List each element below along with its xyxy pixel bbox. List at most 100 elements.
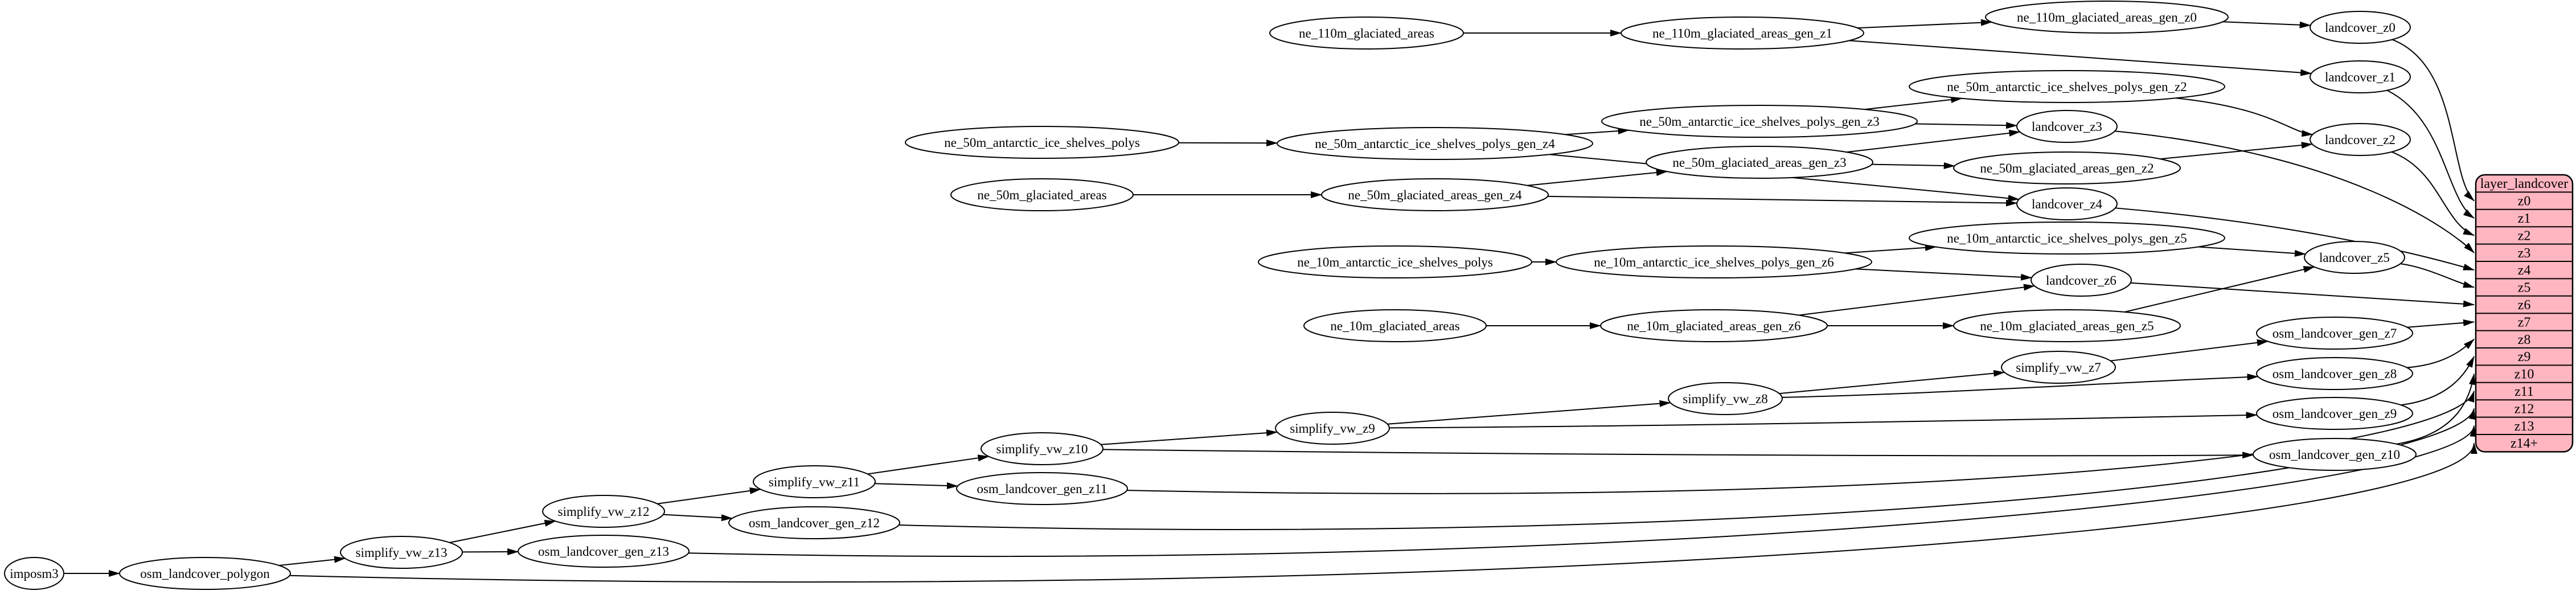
- node-ne_110m_glaciated_areas-shape: [1269, 17, 1464, 50]
- node-osm_landcover_gen_z11: osm_landcover_gen_z11: [956, 472, 1128, 505]
- node-ne_50m_antarctic_ice_shelves_polys_gen_z3: ne_50m_antarctic_ice_shelves_polys_gen_z…: [1601, 105, 1918, 138]
- node-ne_50m_glaciated_areas_gen_z4-shape: [1321, 178, 1549, 211]
- edge-landcover_z3-to-layer_landcover-z3: [2115, 130, 2475, 253]
- edge-simplify_vw_z12-to-osm_landcover_gen_z12: [663, 514, 733, 522]
- node-osm_landcover_gen_z7-label: osm_landcover_gen_z7: [2273, 326, 2397, 341]
- node-ne_50m_antarctic_ice_shelves_polys: ne_50m_antarctic_ice_shelves_polys: [905, 126, 1179, 159]
- node-osm_landcover_gen_z13-label: osm_landcover_gen_z13: [538, 544, 669, 559]
- node-ne_10m_antarctic_ice_shelves_polys_gen_z6-shape: [1556, 245, 1872, 278]
- node-ne_110m_glaciated_areas-label: ne_110m_glaciated_areas: [1299, 26, 1434, 40]
- node-osm_landcover_gen_z8: osm_landcover_gen_z8: [2256, 357, 2413, 390]
- table-row-z1: z1: [2518, 211, 2531, 226]
- node-ne_110m_glaciated_areas_gen_z0-label: ne_110m_glaciated_areas_gen_z0: [2017, 10, 2197, 24]
- node-simplify_vw_z12-shape: [542, 495, 665, 528]
- edge-simplify_vw_z11-to-simplify_vw_z10: [867, 454, 990, 475]
- node-simplify_vw_z12-label: simplify_vw_z12: [558, 505, 650, 519]
- table-row-z5: z5: [2518, 281, 2531, 296]
- node-simplify_vw_z8-shape: [1668, 382, 1783, 415]
- table-row-z2: z2: [2518, 228, 2531, 243]
- node-landcover_z4-shape: [2016, 187, 2118, 220]
- node-simplify_vw_z13-shape: [340, 536, 463, 569]
- node-ne_10m_antarctic_ice_shelves_polys_gen_z5-shape: [1909, 222, 2225, 255]
- table-row-z3: z3: [2518, 246, 2531, 261]
- node-landcover_z5-label: landcover_z5: [2319, 251, 2390, 265]
- node-ne_10m_glaciated_areas-shape: [1303, 309, 1487, 342]
- node-osm_landcover_gen_z13: osm_landcover_gen_z13: [518, 535, 690, 568]
- node-ne_10m_antarctic_ice_shelves_polys-shape: [1258, 245, 1532, 278]
- edge-osm_landcover_gen_z13-to-layer_landcover-z13: [688, 425, 2477, 557]
- node-ne_50m_glaciated_areas_gen_z3: ne_50m_glaciated_areas_gen_z3: [1646, 146, 1873, 179]
- node-ne_10m_glaciated_areas_gen_z5-shape: [1953, 309, 2181, 342]
- edge-landcover_z2-to-layer_landcover-z2: [2392, 151, 2475, 236]
- node-osm_landcover_polygon-shape: [119, 557, 291, 590]
- node-simplify_vw_z10-shape: [981, 432, 1104, 465]
- edge-osm_landcover_gen_z10-to-layer_landcover-z10: [2396, 373, 2476, 445]
- node-ne_10m_glaciated_areas: ne_10m_glaciated_areas: [1303, 309, 1487, 342]
- node-ne_50m_glaciated_areas_gen_z3-shape: [1646, 146, 1873, 179]
- node-simplify_vw_z10-label: simplify_vw_z10: [996, 442, 1088, 456]
- node-ne_50m_glaciated_areas-shape: [950, 178, 1134, 211]
- node-landcover_z6-shape: [2031, 264, 2132, 297]
- edge-ne_110m_glaciated_areas_gen_z1-to-ne_110m_glaciated_areas_gen_z0: [1857, 19, 1992, 29]
- edge-landcover_z6-to-layer_landcover-z6: [2130, 282, 2475, 307]
- node-osm_landcover_gen_z8-label: osm_landcover_gen_z8: [2273, 367, 2397, 381]
- node-ne_50m_antarctic_ice_shelves_polys-label: ne_50m_antarctic_ice_shelves_polys: [944, 136, 1140, 150]
- node-ne_10m_glaciated_areas-label: ne_10m_glaciated_areas: [1330, 319, 1459, 333]
- node-ne_10m_antarctic_ice_shelves_polys_gen_z5: ne_10m_antarctic_ice_shelves_polys_gen_z…: [1909, 222, 2225, 255]
- edge-osm_landcover_gen_z7-to-layer_landcover-z7: [2407, 319, 2475, 328]
- node-simplify_vw_z9: simplify_vw_z9: [1275, 412, 1390, 445]
- table-row-z13: z13: [2515, 419, 2534, 434]
- node-osm_landcover_gen_z8-shape: [2256, 357, 2413, 390]
- node-landcover_z6: landcover_z6: [2031, 264, 2132, 297]
- node-osm_landcover_gen_z10-label: osm_landcover_gen_z10: [2269, 448, 2400, 462]
- table-row-z6: z6: [2518, 298, 2531, 313]
- node-landcover_z5-shape: [2304, 241, 2405, 274]
- node-osm_landcover_gen_z10-shape: [2253, 438, 2417, 471]
- node-ne_50m_glaciated_areas_gen_z2: ne_50m_glaciated_areas_gen_z2: [1953, 151, 2181, 184]
- edge-ne_50m_glaciated_areas_gen_z3-to-ne_50m_glaciated_areas_gen_z2: [1872, 162, 1955, 169]
- edge-osm_landcover_polygon-to-layer_landcover-z14+: [289, 442, 2477, 583]
- node-imposm3: imposm3: [4, 557, 64, 590]
- edge-ne_110m_glaciated_areas_gen_z1-to-landcover_z1: [1849, 40, 2312, 76]
- edge-osm_landcover_polygon-to-simplify_vw_z13: [278, 556, 346, 567]
- node-simplify_vw_z8: simplify_vw_z8: [1668, 382, 1783, 415]
- edge-ne_10m_antarctic_ice_shelves_polys_gen_z6-to-ne_10m_antarctic_ice_shelves_polys_gen_z5: [1845, 244, 1937, 254]
- node-imposm3-shape: [4, 557, 64, 590]
- node-ne_50m_antarctic_ice_shelves_polys_gen_z4: ne_50m_antarctic_ice_shelves_polys_gen_z…: [1277, 127, 1593, 160]
- node-landcover_z3-label: landcover_z3: [2032, 120, 2102, 134]
- node-osm_landcover_gen_z9-shape: [2256, 397, 2413, 430]
- node-osm_landcover_gen_z10: osm_landcover_gen_z10: [2253, 438, 2417, 471]
- node-landcover_z3: landcover_z3: [2016, 110, 2118, 143]
- node-simplify_vw_z12: simplify_vw_z12: [542, 495, 665, 528]
- table-row-z9: z9: [2518, 350, 2531, 364]
- edge-simplify_vw_z13-to-simplify_vw_z12: [449, 520, 556, 543]
- table-row-z11: z11: [2515, 384, 2534, 399]
- node-ne_10m_antarctic_ice_shelves_polys_gen_z6-label: ne_10m_antarctic_ice_shelves_polys_gen_z…: [1594, 255, 1834, 269]
- node-ne_10m_glaciated_areas_gen_z6-label: ne_10m_glaciated_areas_gen_z6: [1627, 319, 1800, 333]
- table-row-z10: z10: [2515, 367, 2534, 382]
- node-osm_landcover_gen_z7: osm_landcover_gen_z7: [2256, 317, 2413, 350]
- edge-osm_landcover_gen_z8-to-layer_landcover-z8: [2407, 339, 2475, 368]
- node-ne_50m_antarctic_ice_shelves_polys_gen_z3-shape: [1601, 105, 1918, 138]
- node-osm_landcover_gen_z7-shape: [2256, 317, 2413, 350]
- edge-simplify_vw_z10-to-osm_landcover_gen_z10: [1102, 449, 2254, 459]
- table-row-z0: z0: [2518, 194, 2531, 209]
- node-simplify_vw_z11-shape: [753, 465, 876, 498]
- node-ne_50m_antarctic_ice_shelves_polys_gen_z4-label: ne_50m_antarctic_ice_shelves_polys_gen_z…: [1315, 137, 1555, 151]
- edge-landcover_z1-to-layer_landcover-z1: [2386, 89, 2475, 219]
- node-osm_landcover_gen_z9: osm_landcover_gen_z9: [2256, 397, 2413, 430]
- table-row-z14+: z14+: [2511, 436, 2538, 451]
- edge-simplify_vw_z11-to-osm_landcover_gen_z11: [875, 482, 958, 489]
- node-osm_landcover_gen_z12-label: osm_landcover_gen_z12: [749, 516, 880, 530]
- node-ne_10m_antarctic_ice_shelves_polys: ne_10m_antarctic_ice_shelves_polys: [1258, 245, 1532, 278]
- node-ne_10m_glaciated_areas_gen_z6: ne_10m_glaciated_areas_gen_z6: [1600, 309, 1828, 342]
- node-landcover_z0-label: landcover_z0: [2325, 20, 2395, 35]
- node-ne_50m_antarctic_ice_shelves_polys_gen_z2-shape: [1909, 70, 2225, 103]
- node-simplify_vw_z9-shape: [1275, 412, 1390, 445]
- edge-simplify_vw_z8-to-simplify_vw_z7: [1779, 370, 2005, 395]
- node-osm_landcover_gen_z12-shape: [728, 506, 900, 539]
- node-landcover_z4: landcover_z4: [2016, 187, 2118, 220]
- table-row-z8: z8: [2518, 333, 2531, 347]
- node-landcover_z3-shape: [2016, 110, 2118, 143]
